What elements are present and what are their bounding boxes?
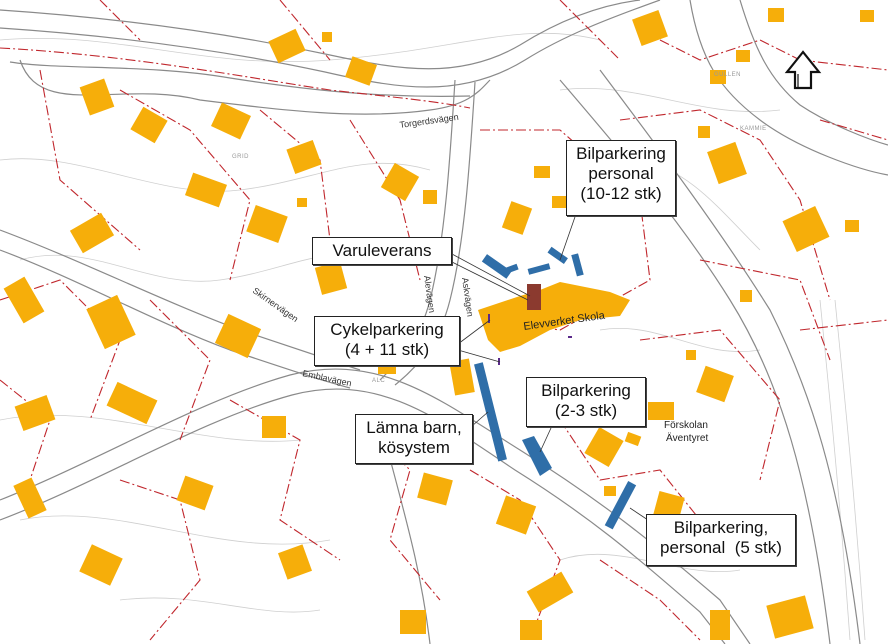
callout-line: Bilparkering	[541, 381, 631, 400]
preschool-label-line2: Äventyret	[666, 432, 708, 444]
callout-line: Bilparkering	[576, 144, 666, 163]
buildings	[3, 8, 874, 640]
callout-line: (10-12 stk)	[580, 184, 662, 203]
callout-line: (2-3 stk)	[554, 401, 618, 420]
street-label-askvagen: Askvägen	[460, 277, 475, 318]
callout-bilparkering-personal-5: Bilparkering, personal (5 stk)	[646, 514, 796, 566]
callout-bilparkering-2-3: Bilparkering (2-3 stk)	[526, 377, 646, 427]
callout-line: personal (5 stk)	[660, 538, 782, 557]
small-label-kammie: KAMMIE	[740, 126, 767, 132]
small-label-grid: GRID	[232, 154, 249, 160]
preschool-label-line1: Förskolan	[664, 420, 708, 431]
parking-areas	[474, 246, 637, 530]
callout-bilparkering-personal: Bilparkering personal (10-12 stk)	[566, 140, 676, 216]
callout-line: Bilparkering,	[673, 518, 769, 537]
callout-line: Lämna barn,	[366, 418, 462, 437]
street-label-emblavagen: Emblavägen	[302, 368, 353, 388]
small-label-gullen: GULLEN	[714, 72, 741, 78]
callout-line: kösystem	[378, 438, 450, 457]
delivery-area	[527, 284, 541, 310]
callout-varuleverans: Varuleverans	[312, 237, 452, 265]
north-arrow-icon	[784, 50, 822, 90]
school-building	[478, 282, 630, 352]
street-label-torgerdsvagen: Torgerdsvägen	[399, 112, 459, 130]
small-label-alc: ALC	[372, 378, 385, 384]
callout-line: (4 + 11 stk)	[344, 340, 430, 359]
contour-lines	[0, 32, 866, 641]
street-label-skirnervagen: Skirnervägen	[251, 285, 300, 324]
callout-lamna-barn: Lämna barn, kösystem	[355, 414, 473, 464]
callout-leaders	[451, 213, 649, 521]
callout-line: personal	[588, 164, 654, 183]
callout-line: Varuleverans	[332, 241, 432, 260]
callout-line: Cykelparkering	[330, 320, 444, 339]
callout-cykelparkering: Cykelparkering (4 + 11 stk)	[314, 316, 460, 366]
